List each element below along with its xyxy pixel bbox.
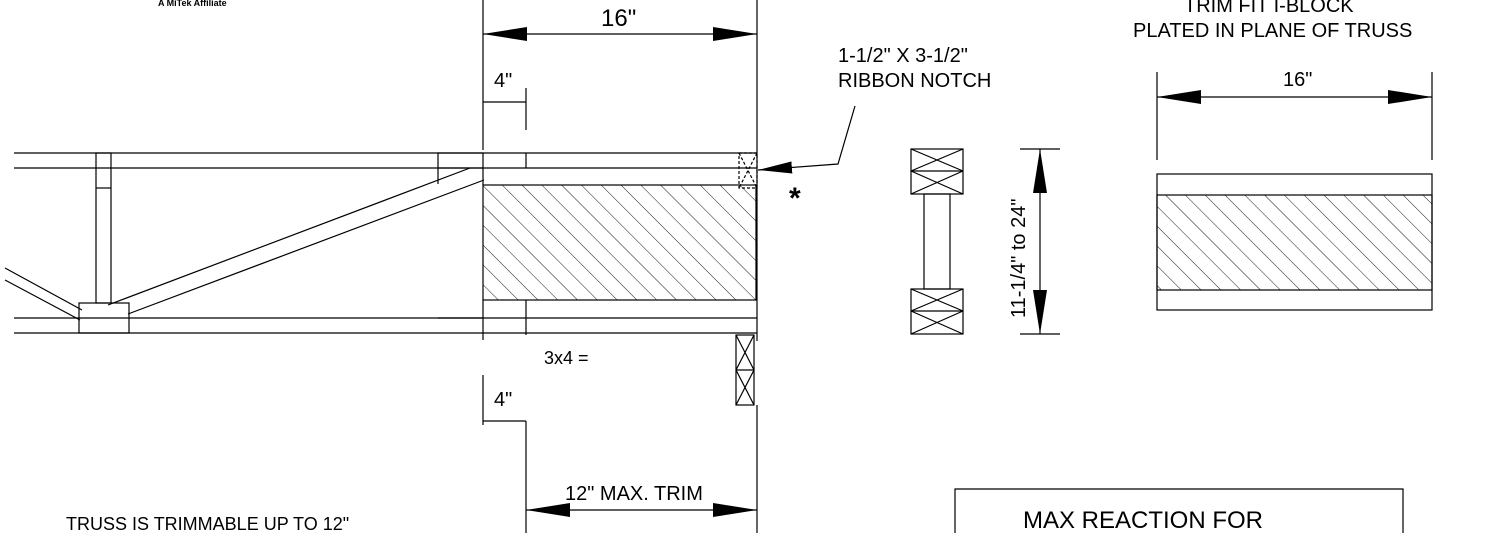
- vertical-web: [95, 152, 112, 304]
- bottom-dimension-lines: [482, 375, 758, 533]
- plate-label: 3x4 =: [544, 348, 589, 368]
- block-title-line1: TRIM FIT I-BLOCK: [1184, 0, 1354, 17]
- top-offset-dimension: 4": [494, 70, 512, 92]
- truss-elevation: [4, 140, 758, 406]
- max-trim-dimension: 12" MAX. TRIM: [565, 483, 703, 505]
- top-plate: [437, 152, 484, 169]
- trimmable-note: TRUSS IS TRIMMABLE UP TO 12": [66, 514, 349, 533]
- ribbon-notch-label: RIBBON NOTCH: [838, 70, 991, 92]
- max-reaction-title: MAX REACTION FOR: [1023, 507, 1263, 533]
- top-dimension-lines: [482, 0, 758, 150]
- block-elevation: [1156, 72, 1433, 311]
- ribbon-notch-leader: [757, 105, 856, 174]
- bottom-offset-dimension: 4": [494, 389, 512, 411]
- ribbon-notch-size: 1-1/2" X 3-1/2": [838, 45, 968, 67]
- affiliate-text: A MiTek Affiliate: [158, 0, 227, 8]
- max-reaction-box: [954, 488, 1404, 533]
- trim-block-hatched: [482, 184, 757, 301]
- ribbon-notch: [738, 152, 758, 189]
- asterisk-marker: *: [789, 182, 801, 215]
- depth-range-dimension: 11-1/4" to 24": [1008, 199, 1030, 318]
- i-block-section: [910, 148, 1060, 335]
- bottom-plate-left: [78, 302, 130, 334]
- top-width-dimension: 16": [601, 5, 636, 32]
- block-title-line2: PLATED IN PLANE OF TRUSS: [1133, 20, 1412, 42]
- block-width-dimension: 16": [1283, 69, 1312, 91]
